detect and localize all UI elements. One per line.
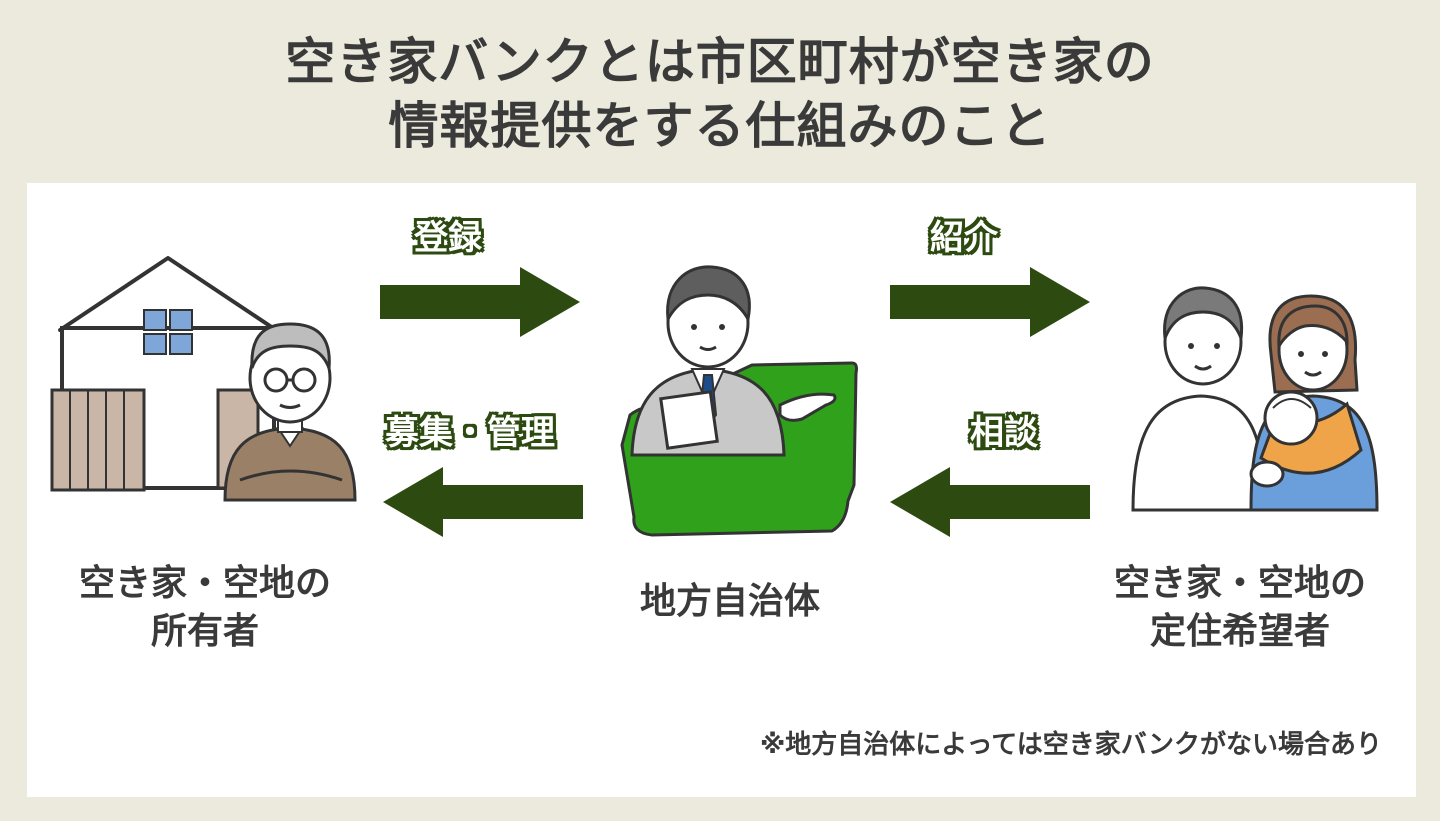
arrow-introduce-icon [890,267,1090,337]
arrow-consult-icon [890,467,1090,537]
seeker-label: 空き家・空地の 定住希望者 [1075,560,1405,656]
recruit-manage-label: 募集・管理 [385,413,555,453]
footnote: ※地方自治体によっては空き家バンクがない場合あり [760,730,1382,760]
seeker-label-line-1: 空き家・空地の [1113,563,1366,604]
register-label: 登録 [414,218,482,258]
owner-person-icon [223,322,357,502]
government-label: 地方自治体 [570,578,890,626]
seeker-woman-icon [1249,294,1379,512]
government-officer-illustration [620,265,858,537]
owner-label-line-2: 所有者 [150,611,259,652]
consult-label: 相談 [970,413,1038,453]
house-owner-illustration [50,256,357,502]
seeker-man-icon [1131,286,1267,512]
arrow-recruit-icon [383,467,583,537]
page-title: 空き家バンクとは市区町村が空き家の 情報提供をする仕組みのこと [0,30,1440,158]
window-icon [143,309,193,355]
title-line-2: 情報提供をする仕組みのこと [388,97,1052,155]
officer-person-icon [630,265,837,457]
title-line-1: 空き家バンクとは市区町村が空き家の [285,33,1155,91]
government-label-line-1: 地方自治体 [639,581,820,622]
introduce-label: 紹介 [930,218,998,258]
arrow-register-icon [380,267,580,337]
family-seekers-illustration [1131,286,1379,512]
owner-label-line-1: 空き家・空地の [78,563,331,604]
owner-label: 空き家・空地の 所有者 [40,560,370,656]
seeker-label-line-2: 定住希望者 [1149,611,1330,652]
